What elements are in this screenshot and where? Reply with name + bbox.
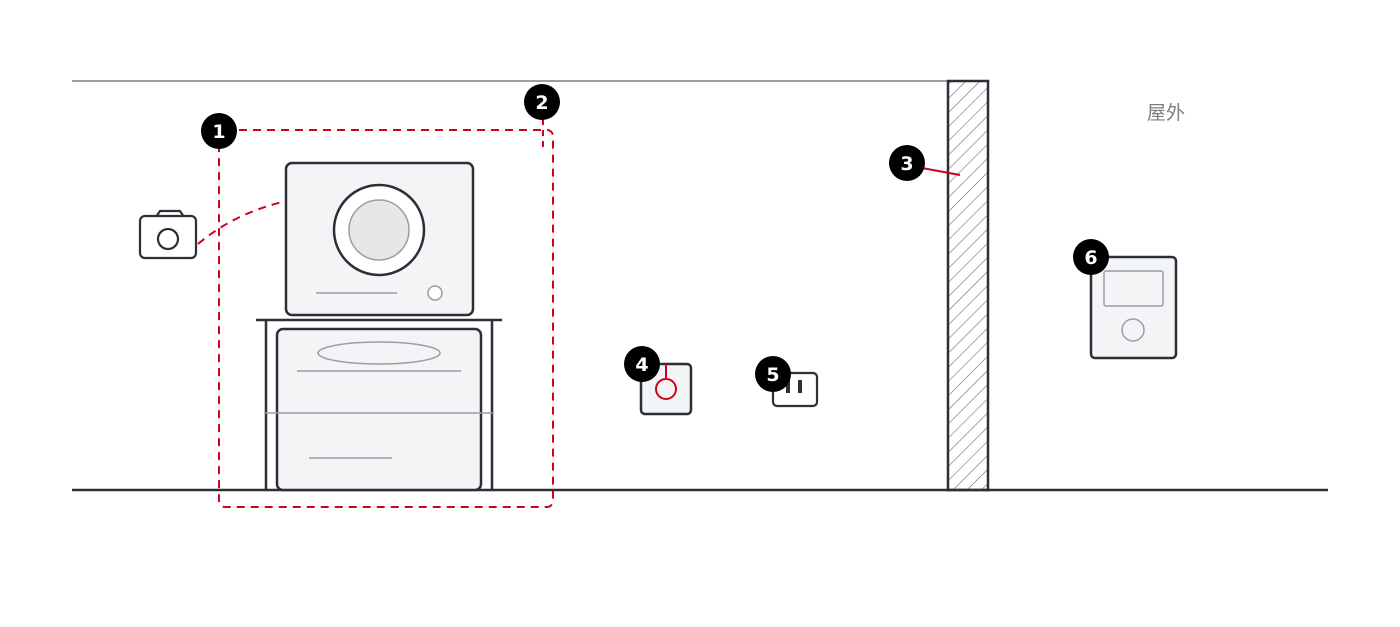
svg-text:6: 6 bbox=[1084, 247, 1097, 269]
marker-1: 1 bbox=[201, 113, 237, 149]
marker-3-connector bbox=[921, 167, 961, 176]
svg-text:1: 1 bbox=[212, 121, 225, 143]
camera-icon bbox=[138, 209, 198, 260]
svg-text:5: 5 bbox=[766, 364, 779, 386]
outdoor-label: 屋外 bbox=[1147, 102, 1185, 124]
vent-hood-icon bbox=[1089, 255, 1178, 360]
marker-3: 3 bbox=[889, 145, 925, 181]
dryer-icon bbox=[284, 161, 475, 317]
marker-6: 6 bbox=[1073, 239, 1109, 275]
marker-4: 4 bbox=[624, 346, 660, 382]
marker-2: 2 bbox=[524, 84, 560, 120]
installation-space-outline bbox=[218, 129, 554, 508]
marker-5: 5 bbox=[755, 356, 791, 392]
svg-text:4: 4 bbox=[635, 354, 648, 376]
svg-text:3: 3 bbox=[900, 153, 913, 175]
camera-view-line bbox=[197, 194, 331, 245]
washer-icon bbox=[264, 327, 494, 492]
svg-text:2: 2 bbox=[535, 92, 548, 114]
dryer-stand bbox=[256, 318, 502, 490]
exterior-wall bbox=[946, 79, 990, 492]
